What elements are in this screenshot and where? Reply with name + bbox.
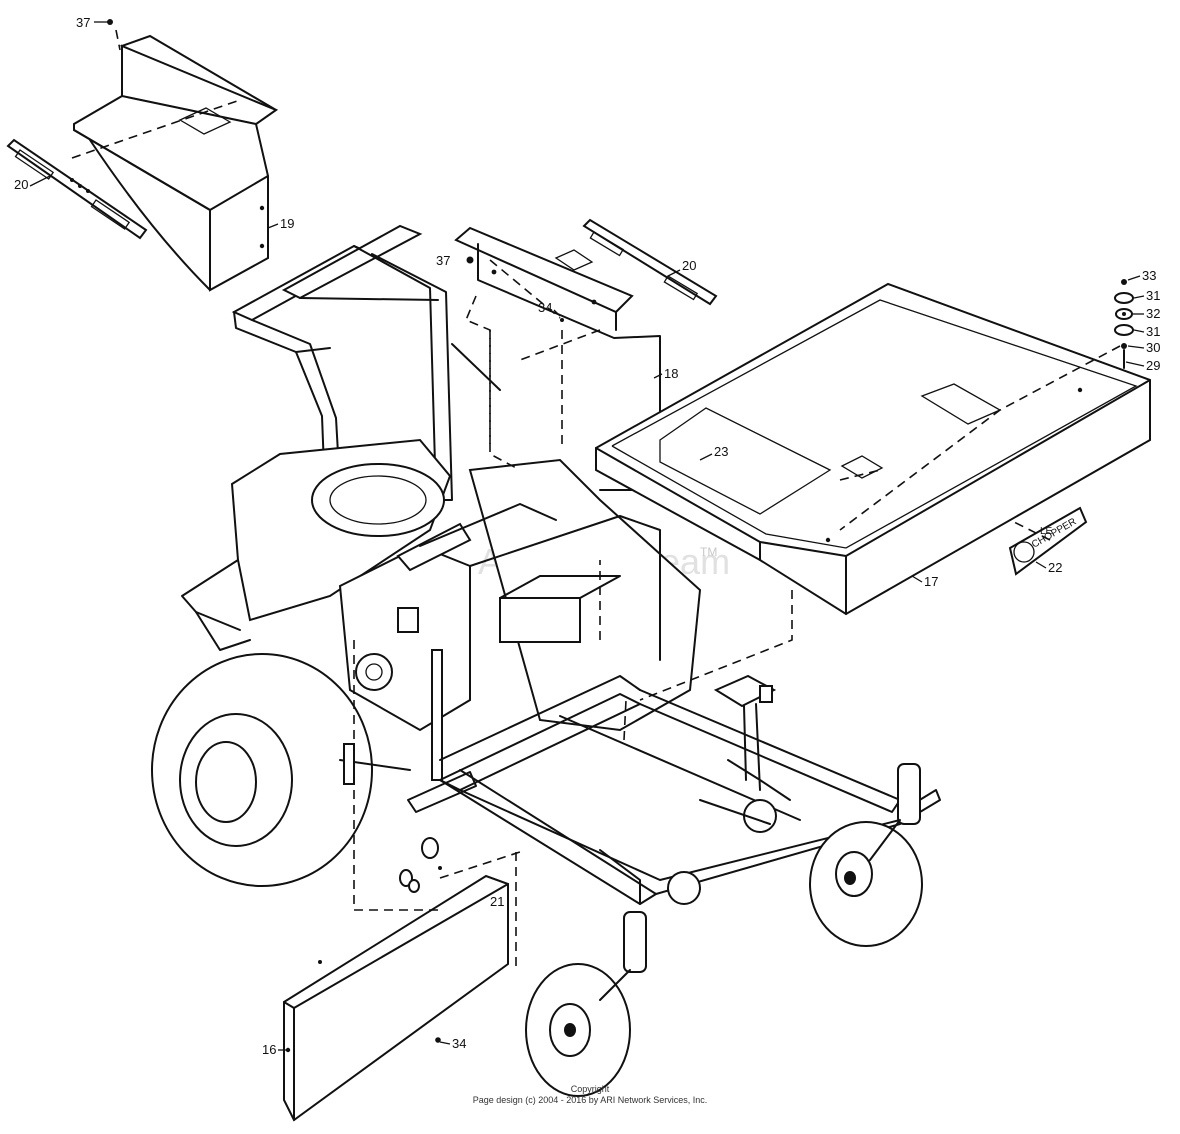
callout-16: 16: [262, 1042, 276, 1057]
callout-34-top: 34: [538, 300, 552, 315]
callout-31-upper: 31: [1146, 288, 1160, 303]
callout-29: 29: [1146, 358, 1160, 373]
callout-31-lower: 31: [1146, 324, 1160, 339]
rear-tire-left[interactable]: [151, 653, 411, 887]
transmission-cluster[interactable]: [338, 503, 661, 781]
part-22-emblem-decal[interactable]: LE CHOPPER: [1008, 506, 1088, 576]
front-caster-right[interactable]: [809, 763, 923, 947]
callout-21: 21: [490, 894, 504, 909]
callout-17: 17: [924, 574, 938, 589]
callout-20-right: 20: [682, 258, 696, 273]
main-frame[interactable]: [407, 675, 941, 905]
callout-labels: 37 20 19 37 20 34 18 33 31 32 31 30 29 2…: [14, 15, 1160, 1057]
explode-lines: [71, 29, 1121, 968]
part-20-decal-strip-left[interactable]: [6, 138, 148, 240]
callout-32: 32: [1146, 306, 1160, 321]
part-17-hood[interactable]: [595, 282, 1151, 616]
watermark-tm: TM: [700, 545, 717, 559]
callout-18: 18: [664, 366, 678, 381]
callout-20-left: 20: [14, 177, 28, 192]
callout-37-top: 37: [76, 15, 90, 30]
footer-page-design: Page design (c) 2004 - 2016 by ARI Netwo…: [472, 1095, 708, 1105]
callout-23: 23: [714, 444, 728, 459]
pedal-assembly[interactable]: [667, 674, 791, 905]
callout-34-bottom: 34: [452, 1036, 466, 1051]
part-20-decal-strip-right[interactable]: [582, 218, 718, 306]
hardware-stack-29-33[interactable]: [1114, 279, 1134, 369]
footer-copyright: Copyright: [570, 1084, 610, 1094]
callout-37-mid: 37: [436, 253, 450, 268]
decal-line1: LE: [1040, 526, 1053, 537]
front-caster-left[interactable]: [525, 911, 647, 1097]
callout-22: 22: [1048, 560, 1062, 575]
callout-30: 30: [1146, 340, 1160, 355]
callout-19: 19: [280, 216, 294, 231]
part-19-cowl[interactable]: [73, 34, 279, 292]
part-16-control-panel[interactable]: [283, 866, 509, 1122]
callout-33: 33: [1142, 268, 1156, 283]
